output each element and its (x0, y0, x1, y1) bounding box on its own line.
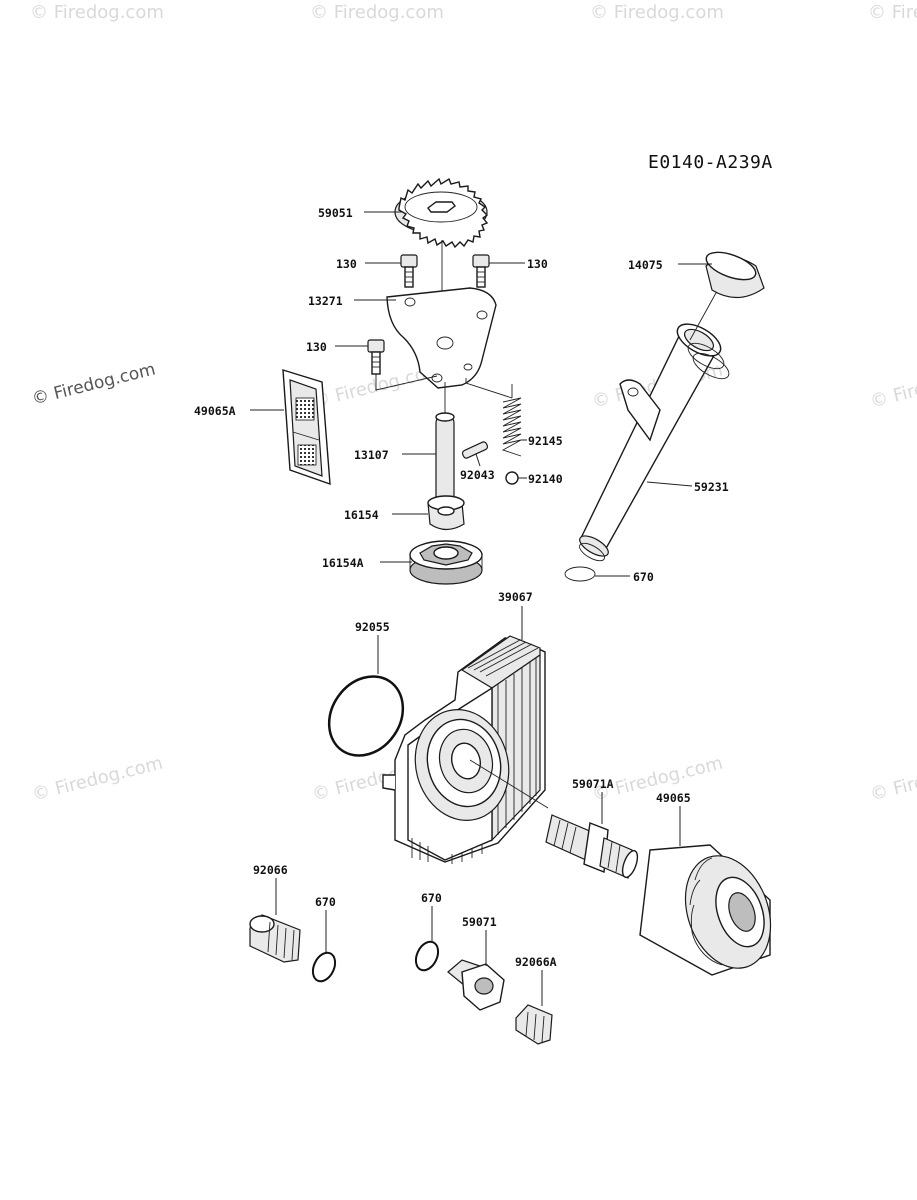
callout-49065: 49065 (656, 791, 691, 805)
plug-92066A (515, 1004, 553, 1045)
callout-130: 130 (527, 257, 548, 271)
pump-shaft (435, 382, 455, 506)
callout-49065A: 49065A (194, 404, 236, 418)
diagram-code: E0140-A239A (648, 152, 773, 173)
o-ring-670 (311, 951, 337, 983)
bolt-130 (367, 339, 385, 375)
callout-92066: 92066 (253, 863, 288, 877)
callout-59071A: 59071A (572, 777, 614, 791)
oil-pump-gear (394, 177, 489, 350)
o-ring-92055 (327, 675, 405, 757)
drain-plug (249, 914, 301, 963)
watermark: © Firedog.com (30, 2, 164, 23)
oil-strainer (282, 369, 331, 486)
o-ring-670 (564, 566, 596, 582)
o-ring-670 (414, 940, 440, 972)
oil-cooler (382, 635, 549, 864)
callout-670: 670 (421, 891, 442, 905)
callout-59071: 59071 (462, 915, 497, 929)
callout-92066A: 92066A (515, 955, 557, 969)
callout-92145: 92145 (528, 434, 563, 448)
dipstick-tube (579, 323, 730, 562)
callout-59231: 59231 (694, 480, 729, 494)
callout-670: 670 (315, 895, 336, 909)
callout-16154: 16154 (344, 508, 379, 522)
callout-670: 670 (633, 570, 654, 584)
watermark: © Firedog.com (310, 2, 444, 23)
callout-59051: 59051 (318, 206, 353, 220)
callout-130: 130 (336, 257, 357, 271)
watermark: © Firedog.com (868, 2, 917, 23)
outer-rotor (409, 540, 483, 585)
watermark: © Firedog.com (590, 2, 724, 23)
pump-cover-plate (375, 287, 513, 399)
cooler-union (447, 959, 505, 1011)
callout-130: 130 (306, 340, 327, 354)
callout-16154A: 16154A (322, 556, 364, 570)
callout-39067: 39067 (498, 590, 533, 604)
callout-92055: 92055 (355, 620, 390, 634)
dipstick (689, 251, 765, 341)
callout-92043: 92043 (460, 468, 495, 482)
oil-filter (639, 844, 772, 976)
callout-13271: 13271 (308, 294, 343, 308)
callout-13107: 13107 (354, 448, 389, 462)
relief-spring (501, 384, 522, 457)
inner-rotor (427, 495, 465, 531)
callout-92140: 92140 (528, 472, 563, 486)
relief-ball (505, 471, 519, 485)
shaft-pin (461, 441, 489, 459)
cooler-fitting (545, 814, 639, 879)
callout-14075: 14075 (628, 258, 663, 272)
bolt-130 (400, 254, 418, 288)
bolt-130 (472, 254, 490, 288)
